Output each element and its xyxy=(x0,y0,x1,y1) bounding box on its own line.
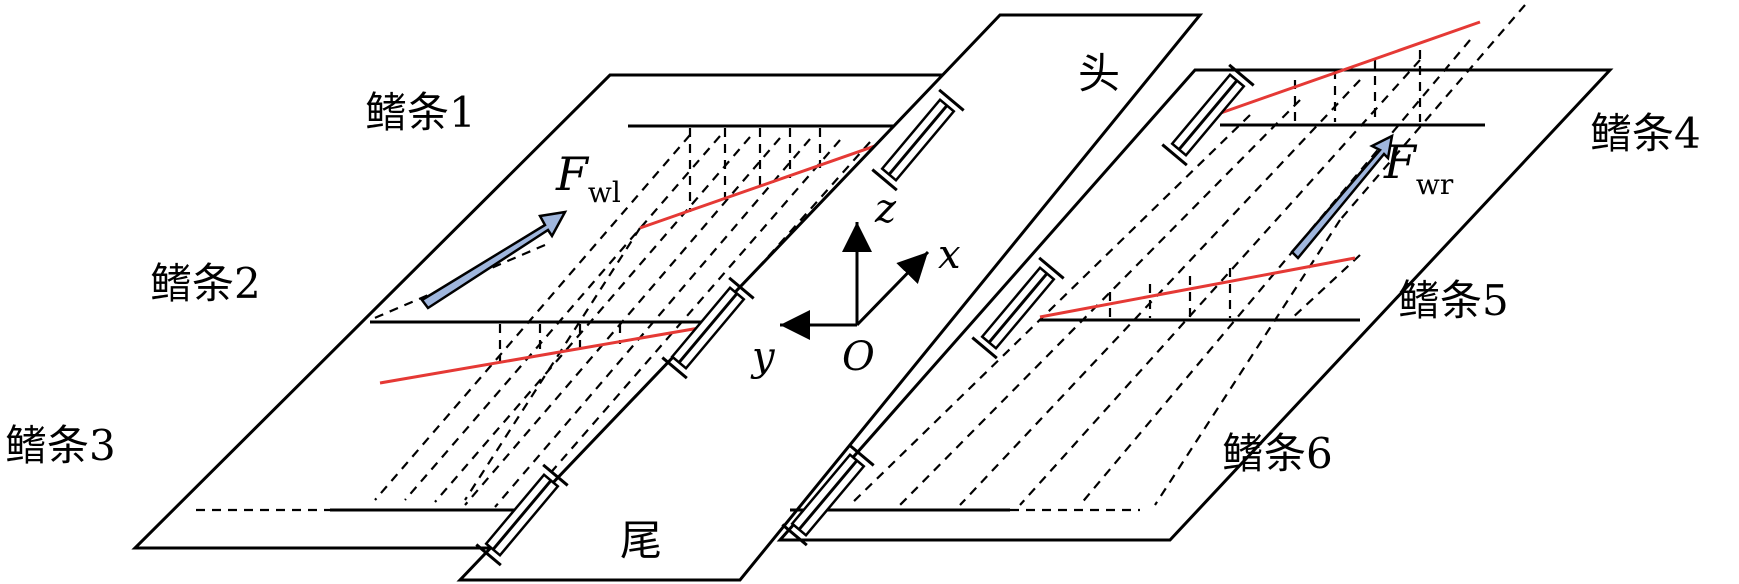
right-red-line-upper xyxy=(1214,20,1481,117)
force-right-symbol: F xyxy=(1383,135,1418,189)
force-right-label: Fwr xyxy=(1383,135,1454,201)
y-axis-label: y xyxy=(750,334,776,380)
force-arrow-right xyxy=(1290,133,1394,260)
left-red-line-upper xyxy=(639,130,916,230)
force-arrow-left xyxy=(420,210,568,310)
x-axis-label: x xyxy=(938,232,961,278)
fin6-label: 鳍条6 xyxy=(1222,429,1333,478)
right-red-line-lower xyxy=(1039,256,1356,319)
force-right-subscript: wr xyxy=(1416,168,1454,201)
body-plate xyxy=(456,13,1204,582)
z-axis-label: z xyxy=(874,186,897,232)
hinges xyxy=(475,63,1255,567)
fin1-label: 鳍条1 xyxy=(365,88,476,137)
coordinate-axes xyxy=(780,222,930,340)
head-label: 头 xyxy=(1078,49,1120,98)
fin4-label: 鳍条4 xyxy=(1590,109,1701,158)
force-left-label: Fwl xyxy=(555,147,621,209)
x-axis xyxy=(855,250,930,327)
fin5-label: 鳍条5 xyxy=(1398,276,1509,325)
origin-label: O xyxy=(842,334,875,380)
tail-label: 尾 xyxy=(620,516,662,565)
right-fin-plate xyxy=(776,68,1614,542)
fin3-label: 鳍条3 xyxy=(5,421,116,470)
left-red-line-lower xyxy=(379,325,706,385)
force-left-symbol: F xyxy=(555,147,590,201)
left-membrane-dashes xyxy=(369,128,871,509)
force-left-subscript: wl xyxy=(588,176,621,209)
fin2-label: 鳍条2 xyxy=(150,259,261,308)
